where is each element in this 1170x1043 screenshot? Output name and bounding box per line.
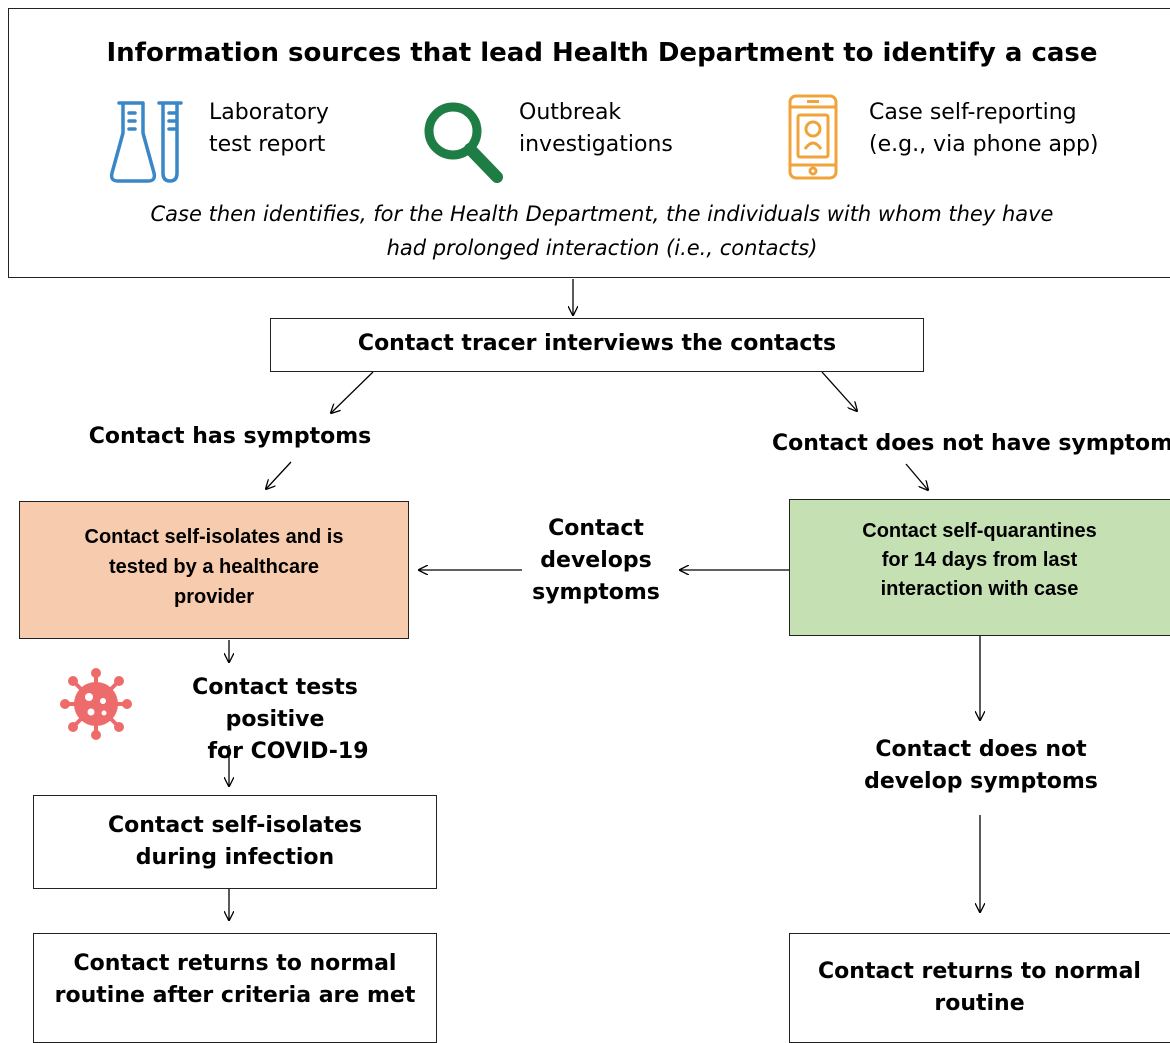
tests-positive-label: Contact tests positive for COVID-19: [192, 675, 369, 764]
returns-routine-right-box: Contact returns to normal routine: [789, 933, 1170, 1043]
arrow-to-no-symptoms: [821, 371, 857, 411]
source-lab-label: Laboratory test report: [209, 100, 329, 157]
source-outbreak-label: Outbreak investigations: [519, 100, 673, 157]
information-sources-panel: Information sources that lead Health Dep…: [8, 8, 1170, 278]
source-self-report-label: Case self-reporting (e.g., via phone app…: [869, 100, 1099, 157]
contacts-note: Case then identifies, for the Health Dep…: [150, 202, 1054, 260]
arrow-to-has-symptoms: [331, 371, 374, 413]
phone-app-icon: [787, 93, 839, 181]
self-isolate-tested-box: Contact self-isolates and is tested by a…: [19, 501, 409, 639]
has-symptoms-label: Contact has symptoms: [88, 424, 372, 449]
virus-icon: [60, 668, 132, 740]
returns-routine-left-box: Contact returns to normal routine after …: [33, 933, 437, 1043]
isolates-infection-box: Contact self-isolates during infection: [33, 795, 437, 889]
not-develop-label: Contact does not develop symptoms: [864, 737, 1098, 794]
magnifying-glass-icon: [423, 101, 505, 185]
panel-title: Information sources that lead Health Dep…: [106, 38, 1098, 68]
develops-symptoms-label: Contact develops symptoms: [532, 516, 660, 605]
self-quarantine-box: Contact self-quarantines for 14 days fro…: [789, 499, 1170, 636]
interview-box: Contact tracer interviews the contacts: [270, 318, 924, 372]
no-symptoms-label: Contact does not have symptoms: [772, 431, 1170, 456]
arrow-to-isolate-box: [266, 461, 292, 489]
arrow-to-quarantine-box: [905, 463, 928, 490]
test-tubes-icon: [109, 99, 185, 185]
